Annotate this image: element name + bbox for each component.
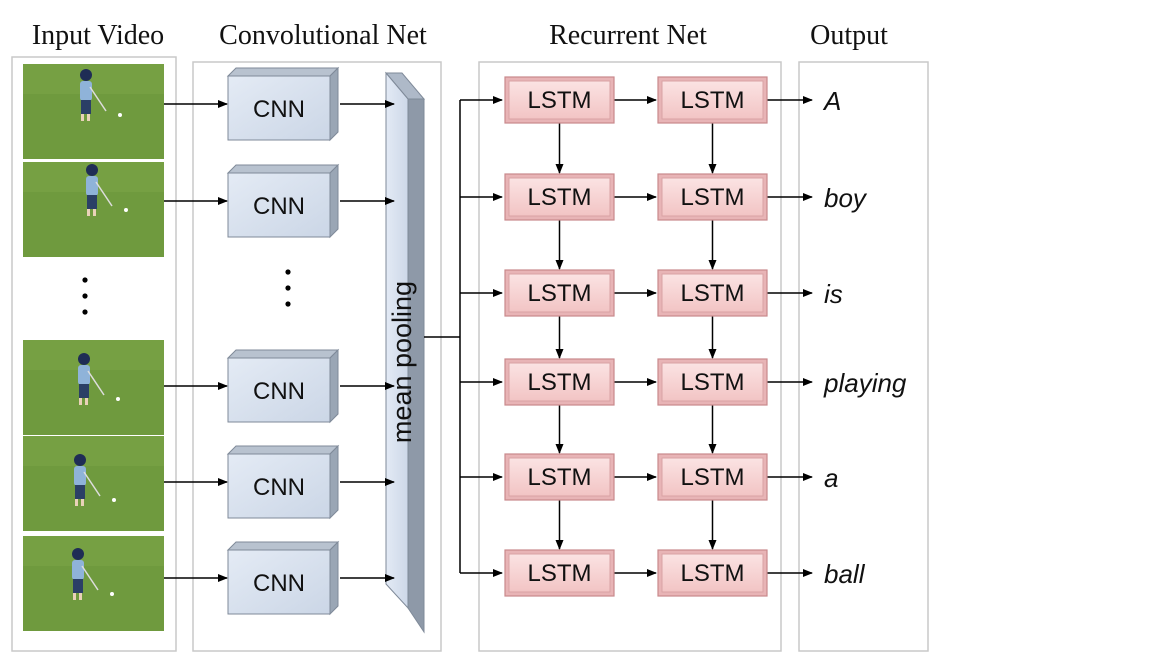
lstm-cell: LSTM	[504, 453, 615, 501]
output-word: is	[824, 279, 843, 309]
lstm-cell: LSTM	[657, 358, 768, 406]
cnn-block: CNN	[226, 444, 340, 520]
header-convolutional-net: Convolutional Net	[219, 20, 427, 51]
cnn-label: CNN	[253, 193, 305, 220]
lstm-cell: LSTM	[657, 173, 768, 221]
lstm-label: LSTM	[680, 184, 744, 211]
lstm-label: LSTM	[680, 280, 744, 307]
cnn-block: CNN	[226, 348, 340, 424]
mean-pooling-layer: mean pooling	[384, 71, 426, 634]
lstm-label: LSTM	[527, 369, 591, 396]
cnn-label: CNN	[253, 570, 305, 597]
lstm-label: LSTM	[527, 280, 591, 307]
output-word: playing	[823, 368, 907, 398]
header-output: Output	[810, 20, 888, 51]
cnn-block: CNN	[226, 66, 340, 142]
lstm-label: LSTM	[527, 184, 591, 211]
lstm-label: LSTM	[680, 87, 744, 114]
video-frame	[23, 536, 164, 631]
lstm-label: LSTM	[680, 369, 744, 396]
lstm-label: LSTM	[680, 464, 744, 491]
lstm-cell: LSTM	[504, 76, 615, 124]
output-word: boy	[824, 183, 868, 213]
lstm-cell: LSTM	[504, 173, 615, 221]
output-panel	[798, 61, 929, 652]
video-frame	[23, 340, 164, 435]
video-frame	[23, 162, 164, 257]
header-input-video: Input Video	[32, 20, 164, 51]
mean-pooling-label: mean pooling	[387, 281, 417, 443]
lstm-cell: LSTM	[504, 269, 615, 317]
lstm-label: LSTM	[527, 464, 591, 491]
output-word: ball	[824, 559, 866, 589]
lstm-cell: LSTM	[504, 358, 615, 406]
lstm-label: LSTM	[527, 560, 591, 587]
lstm-cell: LSTM	[657, 76, 768, 124]
header-recurrent-net: Recurrent Net	[549, 20, 707, 51]
lstm-cell: LSTM	[657, 549, 768, 597]
output-word: a	[824, 463, 838, 493]
output-word: A	[822, 86, 841, 116]
cnn-block: CNN	[226, 163, 340, 239]
cnn-label: CNN	[253, 474, 305, 501]
video-frame	[23, 64, 164, 159]
cnn-block: CNN	[226, 540, 340, 616]
video-frame	[23, 436, 164, 531]
lstm-cell: LSTM	[504, 549, 615, 597]
cnn-ellipsis	[285, 269, 291, 307]
cnn-label: CNN	[253, 96, 305, 123]
frames-ellipsis	[82, 277, 88, 315]
lstm-label: LSTM	[680, 560, 744, 587]
lstm-label: LSTM	[527, 87, 591, 114]
lstm-cell: LSTM	[657, 269, 768, 317]
lstm-cell: LSTM	[657, 453, 768, 501]
cnn-label: CNN	[253, 378, 305, 405]
